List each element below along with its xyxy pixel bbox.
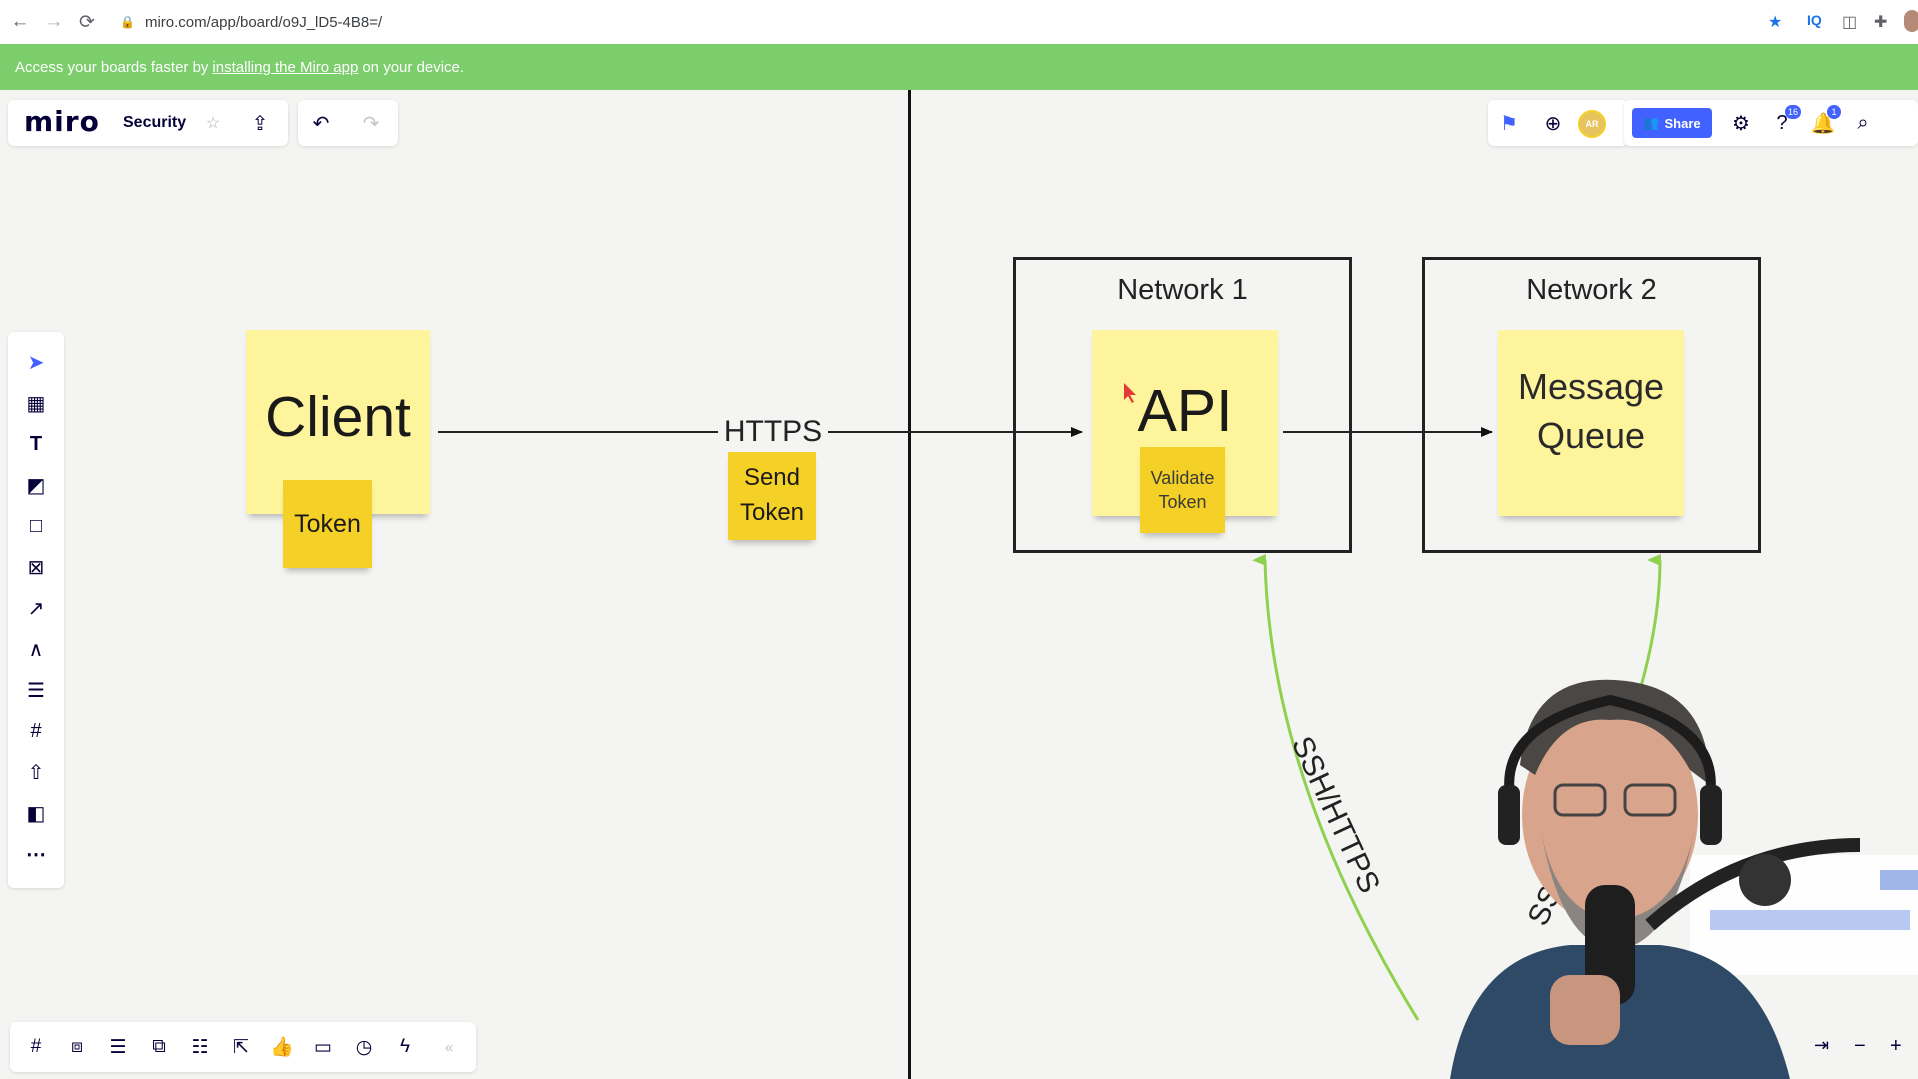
comments-icon[interactable]: ☰ — [109, 1036, 127, 1058]
send-token-label: Send Token — [739, 464, 805, 526]
frames-icon[interactable]: # — [30, 1036, 42, 1057]
miro-logo[interactable]: miro — [24, 105, 100, 138]
presenter-video-icon — [1450, 679, 1918, 1079]
chat-icon[interactable]: ⧉ — [152, 1036, 166, 1057]
cards-icon[interactable]: ⊠ — [27, 556, 45, 579]
board-title[interactable]: Security — [123, 114, 187, 131]
bell-icon[interactable]: 🔔 — [1810, 112, 1836, 135]
bottom-toolbar: # ⧈ ☰ ⧉ ☷ ⇱ 👍 ▭ ◷ ϟ « — [10, 1022, 476, 1072]
text-tool-icon[interactable]: T — [29, 432, 43, 455]
search-icon[interactable]: ⌕ — [1857, 111, 1869, 134]
message-queue-label: Message Queue — [1517, 366, 1665, 456]
redo-icon[interactable]: ↷ — [362, 112, 380, 135]
video-camera-icon[interactable]: ▭ — [314, 1036, 332, 1058]
integrations-bolt-icon[interactable]: ϟ — [399, 1036, 411, 1057]
star-icon[interactable]: ☆ — [205, 115, 221, 132]
profile-avatar[interactable] — [1904, 10, 1918, 32]
more-tools-icon[interactable]: ⋯ — [26, 843, 46, 866]
network-1-frame[interactable] — [1013, 257, 1352, 553]
token-sticky-note[interactable]: Token — [283, 480, 372, 568]
collaboration-panel: ⚑ ⊕ AR — [1488, 100, 1628, 146]
board-header-panel: miro Security ☆ ⇪ — [8, 100, 288, 146]
upload-export-icon[interactable]: ⇪ — [251, 112, 269, 135]
board-actions-panel: 👥 Share ⚙ ? 16 🔔 1 ⌕ — [1624, 100, 1918, 146]
ssh-https-connector[interactable] — [1252, 553, 1420, 1021]
presentation-icon[interactable]: ⧈ — [70, 1036, 84, 1057]
presenter-webcam — [1410, 675, 1918, 1079]
lock-icon: 🔒 — [120, 15, 135, 29]
url-text: miro.com/app/board/o9J_lD5-4B8=/ — [144, 13, 383, 31]
install-app-banner: Access your boards faster by installing … — [0, 44, 1918, 90]
users-icon: 👥 — [1643, 115, 1660, 130]
avatar[interactable]: AR — [1578, 110, 1606, 138]
cards-view-icon[interactable]: ☷ — [191, 1036, 209, 1058]
undo-redo-panel: ↶ ↷ — [298, 100, 398, 146]
extensions-puzzle-icon[interactable]: ✚ — [1874, 14, 1888, 31]
send-token-sticky-note[interactable]: Send Token — [728, 452, 816, 540]
https-text: HTTPS — [723, 415, 823, 448]
zoom-controls: ⇥ − + — [1810, 1035, 1910, 1065]
client-label: Client — [265, 385, 411, 449]
upload-icon[interactable]: ⇧ — [27, 761, 45, 784]
reactions-flag-icon[interactable]: ⚑ — [1500, 112, 1518, 135]
share-button[interactable]: 👥 Share — [1632, 108, 1712, 138]
forward-icon[interactable]: → — [44, 11, 64, 32]
client-sticky-note[interactable]: Client — [246, 330, 430, 514]
ssh-connector[interactable] — [1638, 554, 1662, 691]
fit-screen-icon[interactable]: ⇥ — [1814, 1035, 1830, 1055]
pocket-icon[interactable]: ◫ — [1842, 14, 1858, 31]
sticky-note-icon[interactable]: ◩ — [26, 474, 46, 497]
share-label: Share — [1664, 115, 1701, 131]
select-cursor-icon[interactable]: ➤ — [27, 351, 45, 374]
left-toolbar: ➤ ▦ T ◩ □ ⊠ ↗ ∧ ☰ # ⇧ ◧ ⋯ — [8, 332, 64, 888]
invite-user-icon[interactable]: ⊕ — [1544, 112, 1562, 135]
https-label[interactable]: HTTPS — [718, 411, 828, 453]
settings-sliders-icon[interactable]: ⚙ — [1732, 112, 1750, 135]
help-icon[interactable]: ? — [1776, 111, 1788, 134]
token-label: Token — [294, 509, 361, 538]
comment-icon[interactable]: ☰ — [27, 679, 45, 702]
install-app-link[interactable]: installing the Miro app — [212, 58, 359, 76]
browser-toolbar: ← → ⟳ 🔒 miro.com/app/board/o9J_lD5-4B8=/… — [0, 0, 1918, 45]
help-badge: 16 — [1785, 105, 1801, 119]
banner-text-before: Access your boards faster by — [15, 58, 209, 76]
divider-line — [908, 90, 911, 1079]
voting-thumb-icon[interactable]: 👍 — [270, 1037, 294, 1058]
collaborator-cursor-icon — [1124, 383, 1136, 403]
validate-token-label: Validate Token — [1150, 467, 1215, 512]
back-icon[interactable]: ← — [10, 11, 30, 32]
frame-icon[interactable]: # — [30, 719, 42, 742]
banner-text-after: on your device. — [362, 58, 465, 76]
shape-icon[interactable]: □ — [29, 514, 43, 537]
validate-token-sticky-note[interactable]: Validate Token — [1140, 447, 1225, 533]
bookmark-star-icon[interactable]: ★ — [1768, 14, 1783, 31]
api-sticky-note[interactable]: API — [1092, 330, 1278, 516]
pen-icon[interactable]: ∧ — [28, 638, 44, 661]
message-queue-sticky-note[interactable]: Message Queue — [1498, 330, 1684, 516]
share-screen-icon[interactable]: ⇱ — [233, 1036, 249, 1058]
extension-iq-icon[interactable]: IQ — [1807, 12, 1822, 28]
zoom-out-icon[interactable]: − — [1854, 1035, 1866, 1057]
address-bar[interactable]: 🔒 miro.com/app/board/o9J_lD5-4B8=/ — [120, 8, 1720, 36]
templates-icon[interactable]: ▦ — [26, 392, 46, 415]
collapse-chevron-icon[interactable]: « — [444, 1038, 454, 1056]
api-label: API — [1137, 378, 1233, 444]
connection-line-icon[interactable]: ↗ — [27, 597, 45, 620]
kanban-icon[interactable]: ◧ — [26, 802, 46, 825]
network-2-frame[interactable] — [1422, 257, 1761, 553]
avatar-initials: AR — [1585, 119, 1599, 129]
network-1-title: Network 1 — [1117, 273, 1248, 306]
reload-icon[interactable]: ⟳ — [79, 11, 95, 33]
undo-icon[interactable]: ↶ — [312, 112, 330, 135]
network-2-title: Network 2 — [1526, 273, 1657, 306]
notification-badge: 1 — [1827, 105, 1841, 119]
zoom-in-icon[interactable]: + — [1890, 1035, 1902, 1057]
timer-icon[interactable]: ◷ — [355, 1036, 373, 1058]
